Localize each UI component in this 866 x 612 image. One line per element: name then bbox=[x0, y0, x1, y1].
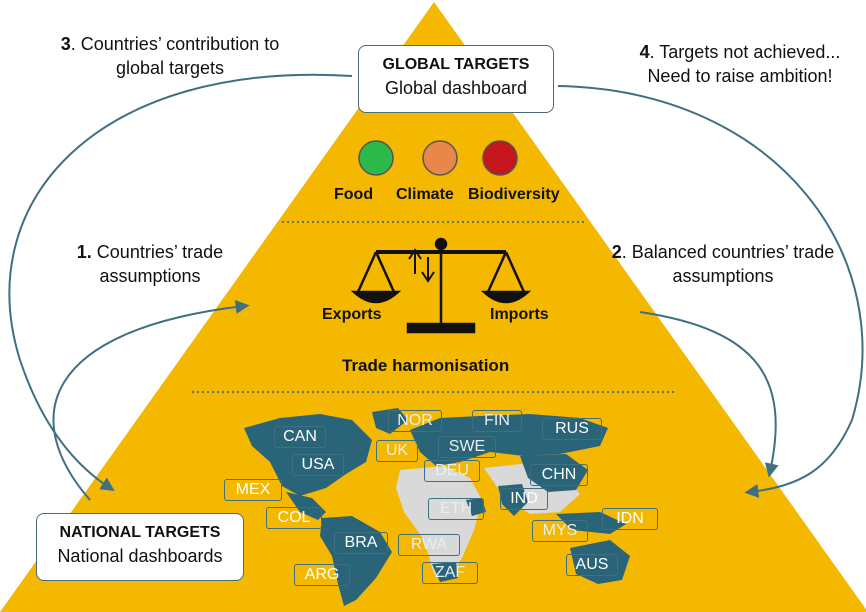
biodiversity-indicator-circle bbox=[482, 140, 518, 176]
step-1-text: Countries’ trade assumptions bbox=[91, 242, 224, 286]
country-UK: UK bbox=[376, 440, 418, 462]
country-MEX: MEX bbox=[224, 479, 282, 501]
step-3-label: 3. Countries’ contribution to global tar… bbox=[60, 32, 280, 80]
country-ARG: ARG bbox=[294, 564, 350, 586]
country-CAN: CAN bbox=[274, 426, 326, 448]
country-COL: COL bbox=[266, 507, 322, 529]
national-targets-subtitle: National dashboards bbox=[57, 546, 223, 566]
country-SWE: SWE bbox=[438, 436, 496, 458]
country-CHN: CHN bbox=[530, 464, 588, 486]
step-4-number: 4 bbox=[639, 42, 650, 62]
country-AUS: AUS bbox=[566, 554, 618, 576]
country-IDN: IDN bbox=[602, 508, 658, 530]
country-USA: USA bbox=[292, 454, 344, 476]
national-targets-box: NATIONAL TARGETS National dashboards bbox=[36, 513, 244, 581]
balance-scale-icon bbox=[350, 237, 532, 334]
step-1-number: 1. bbox=[76, 242, 92, 262]
exports-label: Exports bbox=[322, 306, 382, 323]
imports-label: Imports bbox=[490, 306, 549, 323]
step-3-number: 3 bbox=[60, 34, 71, 54]
global-targets-subtitle: Global dashboard bbox=[384, 78, 528, 98]
step-2-label: 2. Balanced countries’ trade assumptions bbox=[608, 240, 838, 288]
global-targets-title: GLOBAL TARGETS bbox=[382, 56, 530, 73]
climate-indicator-circle bbox=[422, 140, 458, 176]
step-2-text: . Balanced countries’ trade assumptions bbox=[621, 242, 835, 286]
country-FIN: FIN bbox=[472, 410, 522, 432]
step-2-number: 2 bbox=[611, 242, 622, 262]
step-4-label: 4. Targets not achieved... Need to raise… bbox=[630, 40, 850, 88]
national-targets-title: NATIONAL TARGETS bbox=[59, 524, 221, 541]
biodiversity-label: Biodiversity bbox=[468, 186, 560, 203]
food-label: Food bbox=[334, 186, 374, 203]
global-targets-box: GLOBAL TARGETS Global dashboard bbox=[358, 45, 554, 113]
step-1-label: 1. Countries’ trade assumptions bbox=[50, 240, 250, 288]
country-RUS: RUS bbox=[542, 418, 602, 440]
climate-label: Climate bbox=[396, 186, 454, 203]
arrow-global-to-national-outer bbox=[8, 73, 353, 492]
arrow-raise-ambition bbox=[557, 85, 864, 498]
step-4-text: . Targets not achieved... Need to raise … bbox=[647, 42, 841, 86]
country-ZAF: ZAF bbox=[422, 562, 478, 584]
country-NOR: NOR bbox=[388, 410, 442, 432]
trade-harmonisation-title: Trade harmonisation bbox=[342, 356, 510, 375]
arrow-national-to-global-inner bbox=[52, 300, 250, 501]
step-3-text: . Countries’ contribution to global targ… bbox=[70, 34, 280, 78]
country-BRA: BRA bbox=[334, 532, 388, 554]
country-IND: IND bbox=[500, 488, 548, 510]
country-RWA: RWA bbox=[398, 534, 460, 556]
arrow-balanced-assumptions bbox=[639, 311, 779, 478]
food-indicator-circle bbox=[358, 140, 394, 176]
country-DEU: DEU bbox=[424, 460, 480, 482]
country-MYS: MYS bbox=[532, 520, 588, 542]
country-ETH: ETH bbox=[428, 498, 484, 520]
